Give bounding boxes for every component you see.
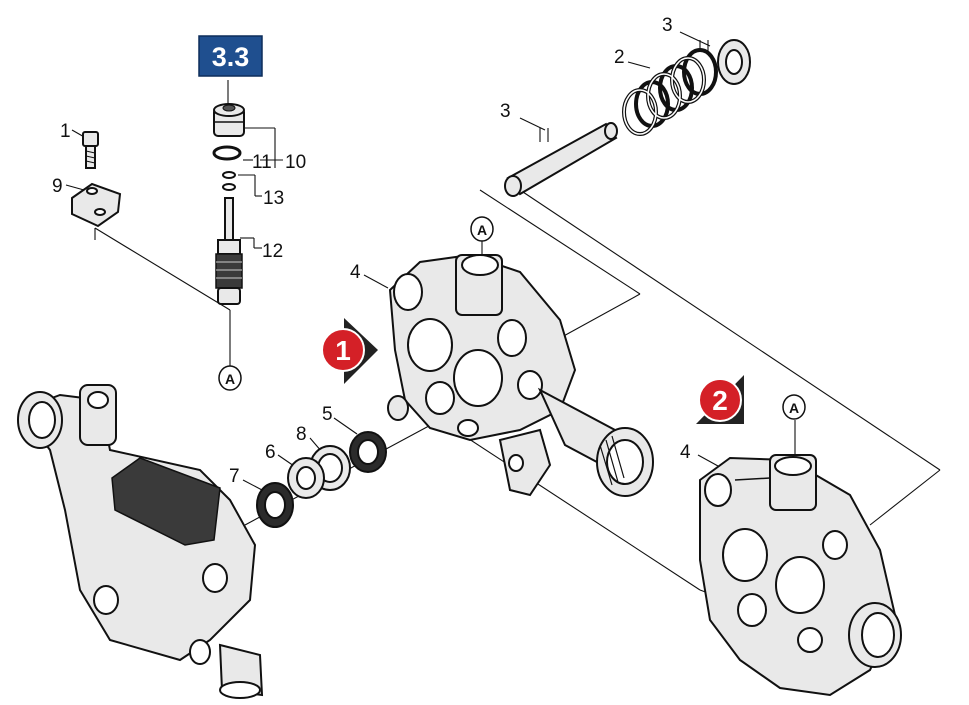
washer-ring-6	[287, 457, 325, 499]
ref-marker-a-1-label: A	[225, 371, 235, 387]
ref-marker-a-3: A	[782, 394, 806, 420]
label-part-9: 9	[52, 176, 63, 197]
label-part-6: 6	[265, 442, 276, 463]
label-part-13: 13	[263, 188, 284, 209]
spring-part	[622, 48, 718, 136]
label-part-8: 8	[296, 424, 307, 445]
label-part-2: 2	[614, 47, 625, 68]
washer-part	[717, 39, 751, 85]
ref-marker-a-1: A	[218, 365, 242, 391]
valve-cap-part	[213, 103, 245, 137]
ref-marker-a-2-label: A	[477, 222, 487, 238]
label-part-4-right: 4	[680, 442, 691, 463]
label-part-4-center: 4	[350, 262, 361, 283]
label-part-11: 11	[252, 152, 272, 173]
plate-part	[71, 182, 122, 228]
cylinder-head-part-2	[699, 454, 902, 697]
step-marker-1-label: 1	[335, 335, 351, 366]
small-rings-part	[222, 171, 236, 191]
label-part-12: 12	[262, 241, 283, 262]
label-part-3-piston: 3	[500, 101, 511, 122]
bearing-ring-5	[349, 431, 387, 473]
label-part-7: 7	[229, 466, 240, 487]
label-part-1: 1	[60, 121, 71, 142]
ref-marker-a-2: A	[470, 216, 494, 242]
section-badge: 3.3	[198, 35, 263, 77]
step-marker-1: 1	[321, 318, 378, 384]
pump-body-part	[17, 384, 264, 699]
label-part-5: 5	[322, 404, 333, 425]
step-marker-2-label: 2	[712, 385, 728, 416]
piston-part	[504, 122, 618, 197]
o-ring-part	[212, 145, 242, 161]
valve-stem-part	[215, 197, 243, 305]
bearing-ring-7	[256, 482, 294, 528]
step-marker-2: 2	[696, 375, 744, 424]
label-part-10: 10	[285, 152, 306, 173]
cylinder-head-part-1	[387, 253, 654, 497]
screw-part	[82, 131, 99, 169]
section-badge-label: 3.3	[212, 42, 250, 72]
label-part-3-washer: 3	[662, 15, 673, 36]
ref-marker-a-3-label: A	[789, 400, 799, 416]
part-labels: 1 9 11 10 13 12 3 2 3 4 5 8 6 7 4	[52, 15, 691, 487]
